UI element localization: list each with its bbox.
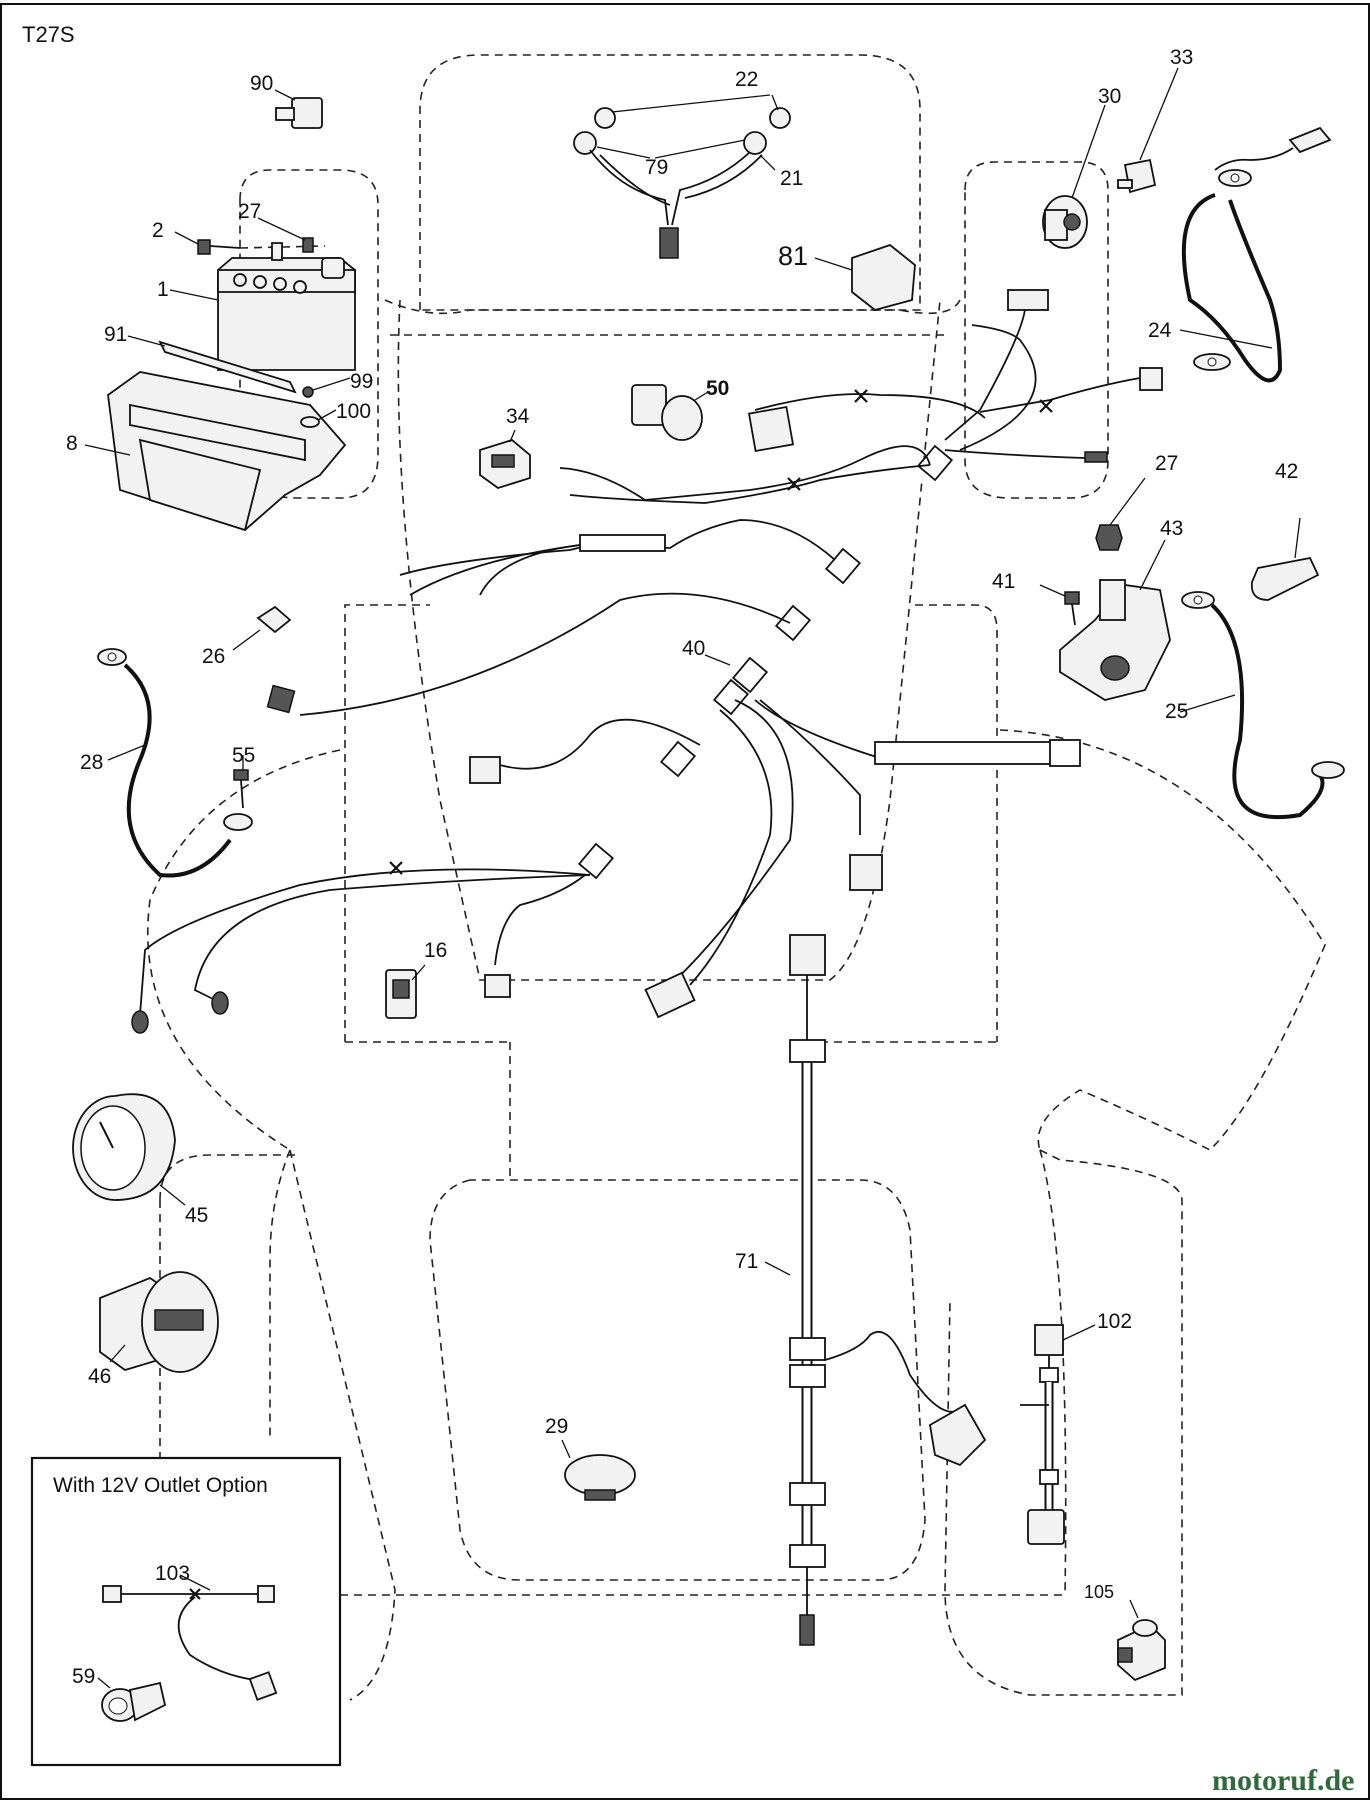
left-rear-top (159, 1154, 300, 1201)
part-46-hour-meter (99, 1271, 219, 1373)
part-90-connector (274, 89, 323, 129)
callout-16: 16 (424, 939, 447, 962)
callout-28: 28 (80, 751, 103, 774)
callout-1: 1 (157, 278, 169, 301)
callout-40: 40 (682, 637, 705, 660)
part-50-switch (631, 384, 709, 441)
part-29-plug (561, 1439, 636, 1501)
hood-crossline (384, 299, 961, 315)
part-42-boot (1250, 517, 1320, 601)
part-ground-leads (131, 868, 591, 1034)
callout-29: 29 (545, 1415, 568, 1438)
callout-30: 30 (1098, 85, 1121, 108)
part-45-gauge (72, 1093, 186, 1206)
callout-8: 8 (66, 432, 78, 455)
part-30-ignition-switch (1042, 104, 1106, 249)
callout-102: 102 (1097, 1310, 1132, 1333)
callout-45: 45 (185, 1204, 208, 1227)
part-27-nut-right (1095, 477, 1146, 551)
part-34-switch (479, 429, 531, 489)
part-28-cable (97, 648, 253, 878)
part-102-harness (1020, 1324, 1096, 1545)
part-25-cable (1179, 591, 1345, 820)
seat-deck-outline (429, 1179, 926, 1581)
diagram-frame (0, 3, 1370, 1800)
part-71-harness (764, 934, 987, 1646)
hood-outline (419, 54, 921, 311)
part-33-key (1117, 67, 1179, 194)
right-rear-inner (1039, 1149, 1067, 1596)
inset-box (30, 1456, 342, 1767)
callout-27b: 27 (1155, 452, 1178, 475)
part-26-fuse (232, 605, 292, 651)
right-dash-edge (915, 604, 998, 1042)
watermark-logo: motoruf.de (1212, 1764, 1354, 1797)
callout-71: 71 (735, 1250, 758, 1273)
inset-12v-outlet: With 12V Outlet Option 103 59 (30, 1456, 342, 1767)
callout-105: 105 (1084, 1582, 1114, 1602)
battery-area-outline (239, 169, 379, 499)
callout-46: 46 (88, 1365, 111, 1388)
console-outline (397, 299, 941, 981)
callout-25: 25 (1165, 700, 1188, 723)
callout-43: 43 (1160, 517, 1183, 540)
right-rear-body (944, 1149, 1183, 1696)
callout-91: 91 (104, 323, 127, 346)
inset-title: With 12V Outlet Option (53, 1474, 268, 1497)
callout-90: 90 (250, 72, 273, 95)
callout-24: 24 (1148, 319, 1172, 342)
part-headlight-harness (573, 94, 791, 259)
ignition-area-outline (964, 161, 1109, 499)
left-rear-curve (289, 1149, 396, 1701)
part-8-battery-tray (84, 371, 347, 532)
left-fender (146, 749, 341, 1151)
part-100-washer (300, 409, 337, 428)
part-1-battery (169, 257, 356, 371)
callout-100: 100 (336, 400, 371, 423)
part-24-battery-cable (1179, 126, 1332, 383)
part-41-bolt (1039, 584, 1080, 626)
callout-103: 103 (155, 1562, 190, 1585)
callout-99: 99 (350, 370, 373, 393)
callout-2: 2 (152, 219, 164, 242)
part-91-hold-down (127, 335, 297, 394)
part-27-nut (257, 217, 314, 261)
harness-splice-marks (389, 389, 1053, 875)
part-81-relay (814, 243, 916, 311)
callout-21: 21 (780, 167, 803, 190)
part-99-screw (302, 377, 351, 398)
left-rear-line (269, 1149, 291, 1440)
callout-41: 41 (992, 570, 1015, 593)
callout-59: 59 (72, 1665, 95, 1688)
part-43-solenoid (1059, 539, 1171, 701)
callout-27a: 27 (238, 200, 261, 223)
part-16-connector (385, 964, 426, 1019)
part-103-outlet-harness (102, 1574, 278, 1701)
callout-22: 22 (735, 68, 758, 91)
part-105-connector (1117, 1599, 1166, 1682)
callout-26: 26 (202, 645, 225, 668)
callout-50: 50 (706, 377, 729, 400)
callout-42: 42 (1275, 460, 1298, 483)
model-code: T27S (22, 22, 75, 47)
callout-34: 34 (506, 405, 530, 428)
right-fender (999, 729, 1326, 1151)
callout-79: 79 (645, 156, 668, 179)
part-40-main-harness (266, 289, 1163, 1019)
part-59-outlet (97, 1677, 167, 1722)
left-dash-edge (344, 604, 430, 1042)
callout-81: 81 (778, 241, 808, 271)
callout-33: 33 (1170, 46, 1193, 69)
part-55-screw (233, 755, 249, 809)
callout-55: 55 (232, 744, 255, 767)
